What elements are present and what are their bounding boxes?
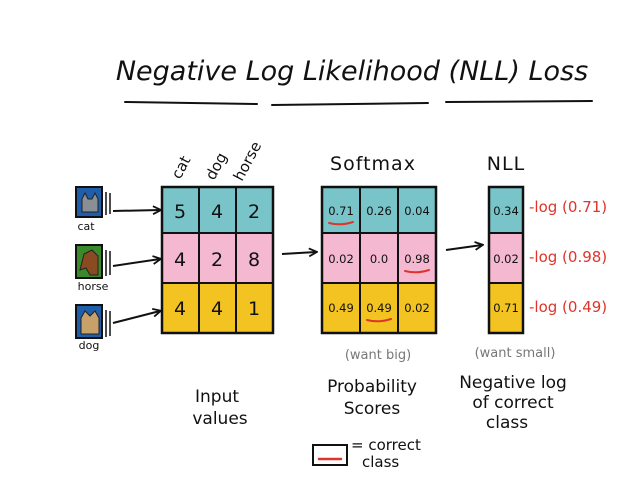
correct-class-underline — [328, 221, 354, 226]
input-row-1-band — [162, 187, 273, 233]
softmax-cell: 0.49 — [366, 301, 392, 315]
dog-face-icon — [80, 310, 100, 335]
horse-image: horse — [75, 244, 111, 293]
title-underline-1 — [124, 101, 258, 105]
horse-head-icon — [79, 249, 99, 276]
input-cell: 1 — [248, 298, 260, 320]
input-cell: 2 — [211, 249, 223, 271]
softmax-cell: 0.02 — [404, 301, 430, 315]
correct-class-legend: = correct class — [312, 436, 421, 471]
class-headers: cat dog horse — [168, 138, 266, 183]
nll-formula: -log (0.49) — [529, 298, 607, 316]
input-matrix-border — [160, 185, 275, 335]
nll-cell: 0.02 — [493, 252, 519, 266]
input-row-2-band — [162, 233, 273, 283]
input-caption-line-2: values — [192, 409, 247, 429]
legend-text-line-2: class — [362, 453, 399, 471]
nll-row-1-band — [489, 187, 523, 233]
softmax-cell: 0.98 — [404, 252, 430, 266]
arrow-dog-to-row3 — [112, 311, 160, 324]
arrow-cat-to-row1 — [112, 210, 160, 211]
input-cell: 5 — [174, 201, 186, 223]
dog-image-label: dog — [79, 339, 100, 352]
title-underline-2 — [271, 102, 429, 106]
softmax-cell: 0.0 — [370, 252, 388, 266]
softmax-row-2-band — [322, 233, 436, 283]
softmax-row-1-band — [322, 187, 436, 233]
input-matrix: 5 4 2 4 2 8 4 4 1 — [160, 185, 275, 335]
nll-column-border — [487, 185, 525, 335]
nll-row-2-band — [489, 233, 523, 283]
nll-note: (want small) — [475, 346, 556, 361]
softmax-caption-line-1: Probability — [327, 377, 417, 397]
softmax-cell: 0.26 — [366, 204, 392, 218]
softmax-cell: 0.04 — [404, 204, 430, 218]
input-cell: 4 — [174, 249, 186, 271]
softmax-note: (want big) — [345, 348, 411, 363]
nll-formula: -log (0.71) — [529, 198, 607, 216]
nll-caption-line-3: class — [486, 413, 528, 433]
input-cell: 4 — [174, 298, 186, 320]
legend-box — [312, 444, 348, 466]
cat-face-icon — [81, 191, 99, 213]
nll-caption-line-2: of correct — [472, 393, 554, 413]
input-cell: 4 — [211, 298, 223, 320]
class-header-horse: horse — [230, 138, 266, 183]
softmax-caption-line-2: Scores — [344, 399, 401, 419]
input-cell: 4 — [211, 201, 223, 223]
nll-formula: -log (0.98) — [529, 248, 607, 266]
softmax-matrix: 0.71 0.26 0.04 0.02 0.0 0.98 0.49 0.49 0… — [320, 185, 438, 335]
softmax-header: Softmax — [330, 153, 416, 175]
page-title: Negative Log Likelihood (NLL) Loss — [116, 56, 588, 87]
nll-cell: 0.71 — [493, 301, 519, 315]
input-row-3-band — [162, 283, 273, 333]
input-images: cat horse dog — [75, 186, 111, 352]
softmax-cell: 0.49 — [328, 301, 354, 315]
softmax-cell: 0.02 — [328, 252, 354, 266]
softmax-row-3-band — [322, 283, 436, 333]
input-cell: 8 — [248, 249, 260, 271]
cat-image: cat — [75, 186, 111, 233]
nll-row-3-band — [489, 283, 523, 333]
title-underline-3 — [445, 100, 593, 103]
dog-image: dog — [75, 304, 111, 352]
correct-class-underline — [366, 318, 392, 323]
legend-text-line-1: = correct — [351, 436, 421, 454]
horse-image-label: horse — [78, 280, 109, 293]
cat-image-label: cat — [77, 220, 95, 233]
arrow-input-to-softmax — [281, 252, 316, 254]
nll-column: 0.34 0.02 0.71 — [487, 185, 525, 335]
softmax-cell: 0.71 — [328, 204, 354, 218]
nll-cell: 0.34 — [493, 204, 519, 218]
arrow-softmax-to-nll — [445, 245, 482, 251]
class-header-cat: cat — [168, 153, 195, 182]
correct-class-underline — [404, 269, 430, 274]
softmax-matrix-border — [320, 185, 438, 335]
class-header-dog: dog — [202, 149, 231, 182]
nll-header: NLL — [487, 153, 525, 175]
arrow-horse-to-row2 — [112, 259, 160, 267]
input-cell: 2 — [248, 201, 260, 223]
nll-caption-line-1: Negative log — [459, 373, 567, 393]
input-caption-line-1: Input — [195, 387, 239, 407]
